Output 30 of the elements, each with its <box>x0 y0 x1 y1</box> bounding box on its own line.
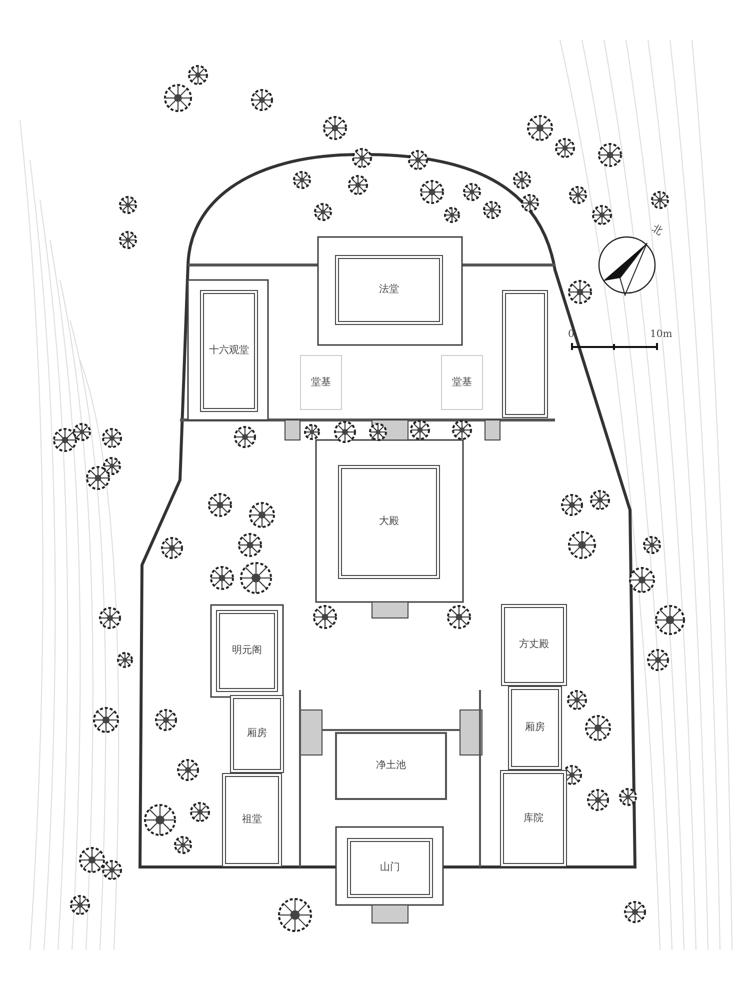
building-outline <box>508 686 562 770</box>
building-outline <box>502 290 548 418</box>
building-label: 堂基 <box>452 378 472 388</box>
scale-label: 0 <box>568 330 574 340</box>
building-outline <box>230 695 284 773</box>
hall-outline <box>200 290 258 412</box>
building-outline <box>501 604 567 686</box>
building-label: 净土池 <box>376 761 406 771</box>
pool-outline <box>335 732 447 800</box>
building-label: 山门 <box>380 863 400 873</box>
building-label: 厢房 <box>247 729 267 739</box>
building-label: 明元阁 <box>232 646 262 656</box>
hall-outline <box>338 465 440 579</box>
building-label: 祖堂 <box>242 815 262 825</box>
scale-label: 10m <box>650 330 672 340</box>
building-label: 十六观堂 <box>209 346 249 356</box>
building-outline <box>216 610 278 692</box>
foundation-outline <box>300 355 342 410</box>
foundation-outline <box>441 355 483 410</box>
building-label: 大殿 <box>379 517 399 527</box>
building-outline <box>222 773 282 867</box>
gate-outline <box>347 838 433 898</box>
hall-outline <box>335 255 443 325</box>
building-label: 厢房 <box>525 723 545 733</box>
building-label: 堂基 <box>311 378 331 388</box>
building-outline <box>500 770 567 867</box>
building-label: 方丈殿 <box>519 640 549 650</box>
building-label: 法堂 <box>379 285 399 295</box>
north-label: 北 <box>650 224 664 238</box>
building-label: 库院 <box>524 814 544 824</box>
